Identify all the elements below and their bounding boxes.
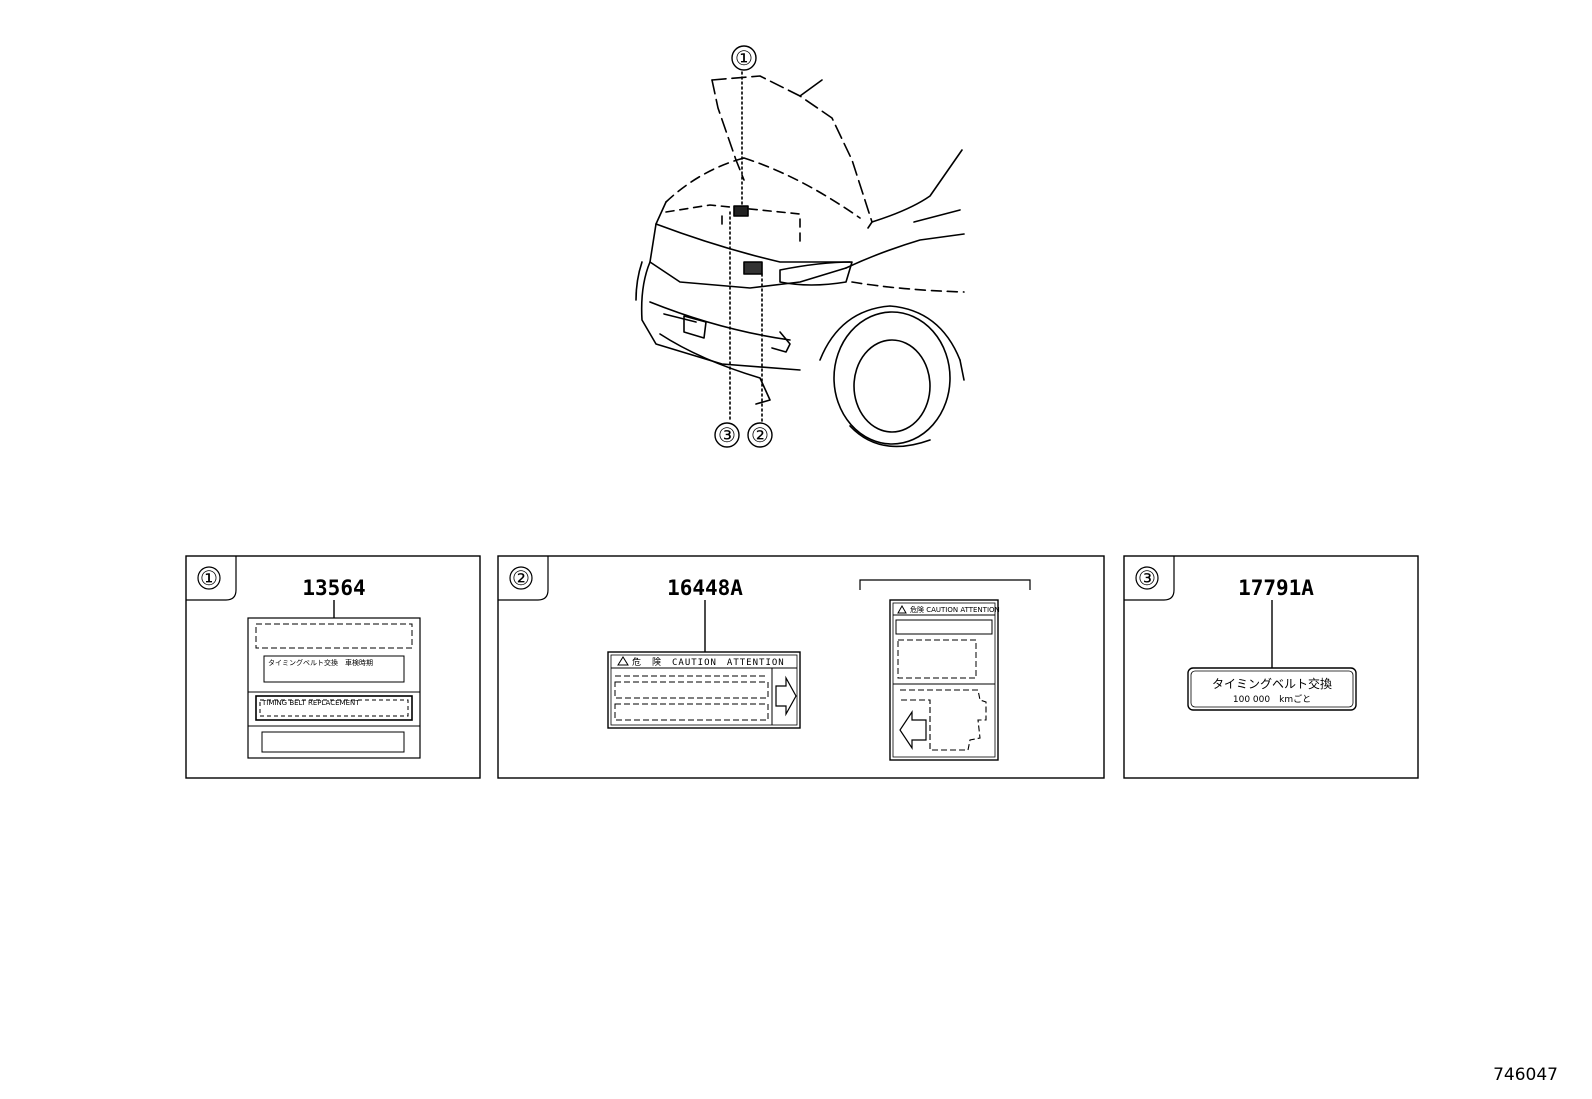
panel-1-part-number: 13564	[302, 576, 365, 600]
label-13564	[247, 617, 421, 759]
label-16448a-horizontal	[607, 651, 801, 729]
label-16448a-vertical-header: 危険 CAUTION ATTENTION	[910, 605, 1000, 614]
panel-3-marker: ③	[1138, 566, 1156, 590]
svg-text:①: ①	[735, 46, 753, 70]
drawing-number: 746047	[1493, 1065, 1558, 1085]
svg-text:②: ②	[751, 423, 769, 447]
callout-3: ③	[714, 422, 740, 448]
vehicle-illustration	[635, 71, 965, 448]
label-17791a-line2: 100 000 kmごと	[1233, 693, 1311, 705]
callout-2: ②	[747, 422, 773, 448]
panel-1-marker: ①	[200, 566, 218, 590]
panel-1: ① 13564 タイミングベルト交換 車検時期 TIMING BELT REPL…	[185, 555, 481, 779]
label-16448a-vertical	[889, 599, 999, 761]
label-17791a	[1187, 667, 1357, 711]
label-16448a-header: 危 険 CAUTION ATTENTION	[632, 656, 785, 668]
panel-3-part-number: 17791A	[1238, 576, 1314, 600]
label-17791a-line1: タイミングベルト交換	[1212, 676, 1332, 691]
callout-1: ①	[731, 45, 757, 71]
label-13564-text-en: TIMING BELT REPLACEMENT	[261, 699, 360, 707]
panel-2: ② 16448A 危 険 CAUTION ATTENTION	[497, 555, 1105, 779]
svg-text:③: ③	[718, 423, 736, 447]
label-13564-text-jp: タイミングベルト交換 車検時期	[268, 658, 373, 667]
variant-bracket	[859, 579, 1031, 590]
panel-2-marker: ②	[512, 566, 530, 590]
panel-3: ③ 17791A タイミングベルト交換 100 000 kmごと	[1123, 555, 1419, 779]
panel-2-part-number: 16448A	[667, 576, 743, 600]
